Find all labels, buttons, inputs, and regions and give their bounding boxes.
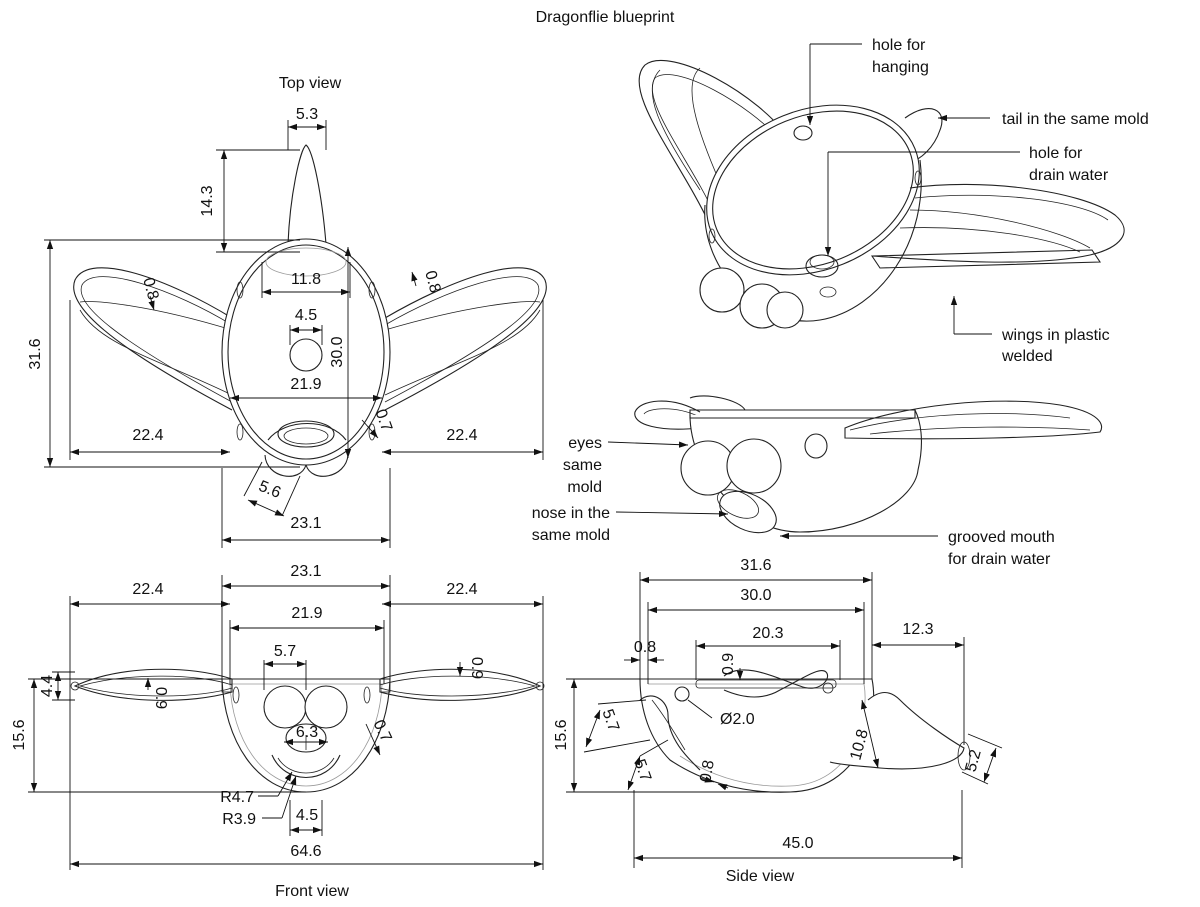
- dim-side-eye-a: 5.7: [598, 707, 622, 734]
- dim-top-inner-width: 11.8: [291, 271, 321, 288]
- dim-side-wing-length: 20.3: [752, 625, 783, 642]
- dim-front-wing-thickness-right: 0.9: [468, 657, 485, 679]
- front-view: Front view 23.1 21.9: [11, 563, 545, 900]
- dim-side-hole-diameter: Ø2.0: [720, 711, 755, 728]
- dim-top-wall-left: 0.8: [139, 276, 161, 302]
- dim-top-wall-inner: 0.7: [371, 407, 395, 434]
- dim-side-height: 15.6: [553, 719, 570, 750]
- callout-hole-hanging-1: hole for: [872, 37, 926, 54]
- top-view: Top view: [27, 75, 547, 548]
- callouts: hole for hanging tail in the same mold h…: [532, 37, 1149, 568]
- top-view-label: Top view: [279, 75, 342, 92]
- dim-front-radius-outer: R4.7: [220, 789, 254, 806]
- dim-front-overall-width: 23.1: [290, 563, 321, 580]
- dim-front-wing-right: 22.4: [446, 581, 477, 598]
- callout-hole-hanging-2: hanging: [872, 59, 929, 76]
- top-right-wing: [384, 267, 547, 411]
- dim-side-eye-b: 5.7: [630, 757, 654, 784]
- callout-wings-1: wings in plastic: [1001, 327, 1110, 344]
- callout-wings-2: welded: [1001, 348, 1053, 365]
- callout-eyes-2: same: [563, 457, 602, 474]
- dim-side-tail-length: 12.3: [902, 621, 933, 638]
- dim-top-tail-length: 14.3: [199, 185, 216, 216]
- callout-hole-drain-1: hole for: [1029, 145, 1083, 162]
- dim-front-total-span: 64.6: [290, 843, 321, 860]
- side-perspective-view: [634, 395, 1103, 534]
- callout-hole-drain-2: drain water: [1029, 167, 1109, 184]
- dim-front-mouth-width: 6.3: [296, 724, 318, 741]
- dim-side-wall: 0.8: [697, 759, 718, 784]
- dim-top-nose: 5.6: [256, 478, 283, 502]
- dim-front-mouth-base: 4.5: [296, 807, 318, 824]
- dim-top-wing-left: 22.4: [132, 427, 163, 444]
- dim-front-height: 15.6: [11, 719, 28, 750]
- dim-top-tail-width: 5.3: [296, 106, 318, 123]
- side-view-label: Side view: [726, 868, 795, 885]
- dim-top-inner-width-b: 21.9: [290, 376, 321, 393]
- dim-front-wing-thickness-left: 0.9: [152, 687, 169, 709]
- side-view: Side view 31.6 30.0 0.8 20.3: [553, 557, 1003, 885]
- top-hanging-hole: [289, 338, 323, 372]
- top-body-inner: [227, 244, 385, 460]
- dim-side-inner-length: 30.0: [740, 587, 771, 604]
- dim-top-overall-width: 23.1: [290, 515, 321, 532]
- dim-top-inner-length: 30.0: [329, 336, 346, 367]
- dim-front-wing-height: 4.4: [39, 675, 56, 697]
- callout-eyes-1: eyes: [568, 435, 602, 452]
- dim-front-wing-left: 22.4: [132, 581, 163, 598]
- iso-hanging-hole: [793, 125, 813, 141]
- callout-mouth-2: for drain water: [948, 551, 1051, 568]
- dim-top-hole-width: 4.5: [295, 307, 317, 324]
- callout-nose-2: same mold: [532, 527, 610, 544]
- front-view-label: Front view: [275, 883, 349, 900]
- dim-side-tail-tip: 5.2: [963, 748, 985, 774]
- dim-front-inner-width: 21.9: [291, 605, 322, 622]
- dim-top-wall-right: 0.8: [421, 269, 443, 295]
- dim-side-overall-length: 45.0: [782, 835, 813, 852]
- dim-side-wing-thickness: 0.9: [720, 653, 737, 675]
- callout-mouth-1: grooved mouth: [948, 529, 1055, 546]
- page-title: Dragonflie blueprint: [536, 9, 675, 26]
- dim-top-body-length: 31.6: [27, 338, 44, 369]
- dim-front-eye-width: 5.7: [274, 643, 296, 660]
- front-body: [221, 678, 391, 793]
- callout-eyes-3: mold: [567, 479, 602, 496]
- dim-side-body-length: 31.6: [740, 557, 771, 574]
- callout-tail: tail in the same mold: [1002, 111, 1149, 128]
- dim-side-rim: 0.8: [634, 639, 656, 656]
- dim-top-wing-right: 22.4: [446, 427, 477, 444]
- iso-body-rim: [706, 104, 920, 276]
- isometric-view: [638, 59, 1125, 329]
- top-left-wing: [73, 267, 233, 411]
- top-tail: [287, 144, 327, 245]
- dim-front-radius-inner: R3.9: [222, 811, 256, 828]
- callout-nose-1: nose in the: [532, 505, 610, 522]
